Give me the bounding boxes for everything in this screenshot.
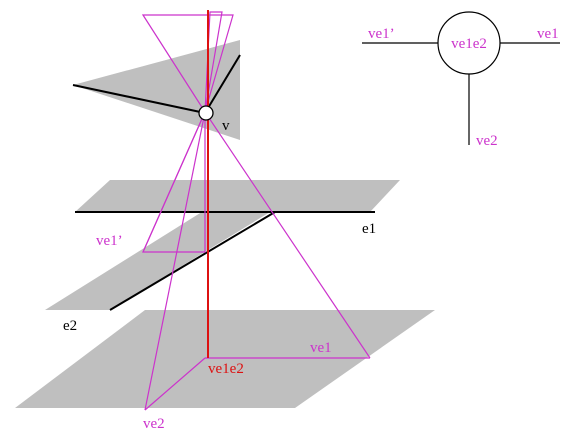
label-ve2: ve2: [143, 416, 165, 432]
label-v: v: [222, 118, 230, 134]
upper-diagonal-line: [204, 54, 241, 114]
upper-plane: [73, 40, 240, 140]
lower-left-plane: [45, 210, 270, 310]
legend-right-label: ve1: [537, 26, 559, 42]
magenta-construction: [141, 11, 371, 411]
legend-center-label: ve1e2: [451, 36, 487, 52]
middle-plane: [75, 180, 400, 212]
upper-edge-line: [72, 84, 206, 114]
label-ve1-prime: ve1’: [96, 233, 123, 249]
label-e1: e1: [362, 221, 376, 237]
legend-bottom-label: ve2: [476, 133, 498, 149]
label-e2: e2: [63, 318, 77, 334]
e2-line: [109, 211, 276, 311]
legend-circle: [437, 11, 501, 75]
legend-left-label: ve1’: [368, 26, 395, 42]
legend-node: ve1e2 ve1’ ve1 ve2: [362, 11, 560, 149]
label-ve1: ve1: [310, 340, 332, 356]
bottom-plane: [15, 310, 435, 408]
vertex-v-circle: [198, 105, 214, 121]
label-ve1e2: ve1e2: [208, 361, 244, 377]
